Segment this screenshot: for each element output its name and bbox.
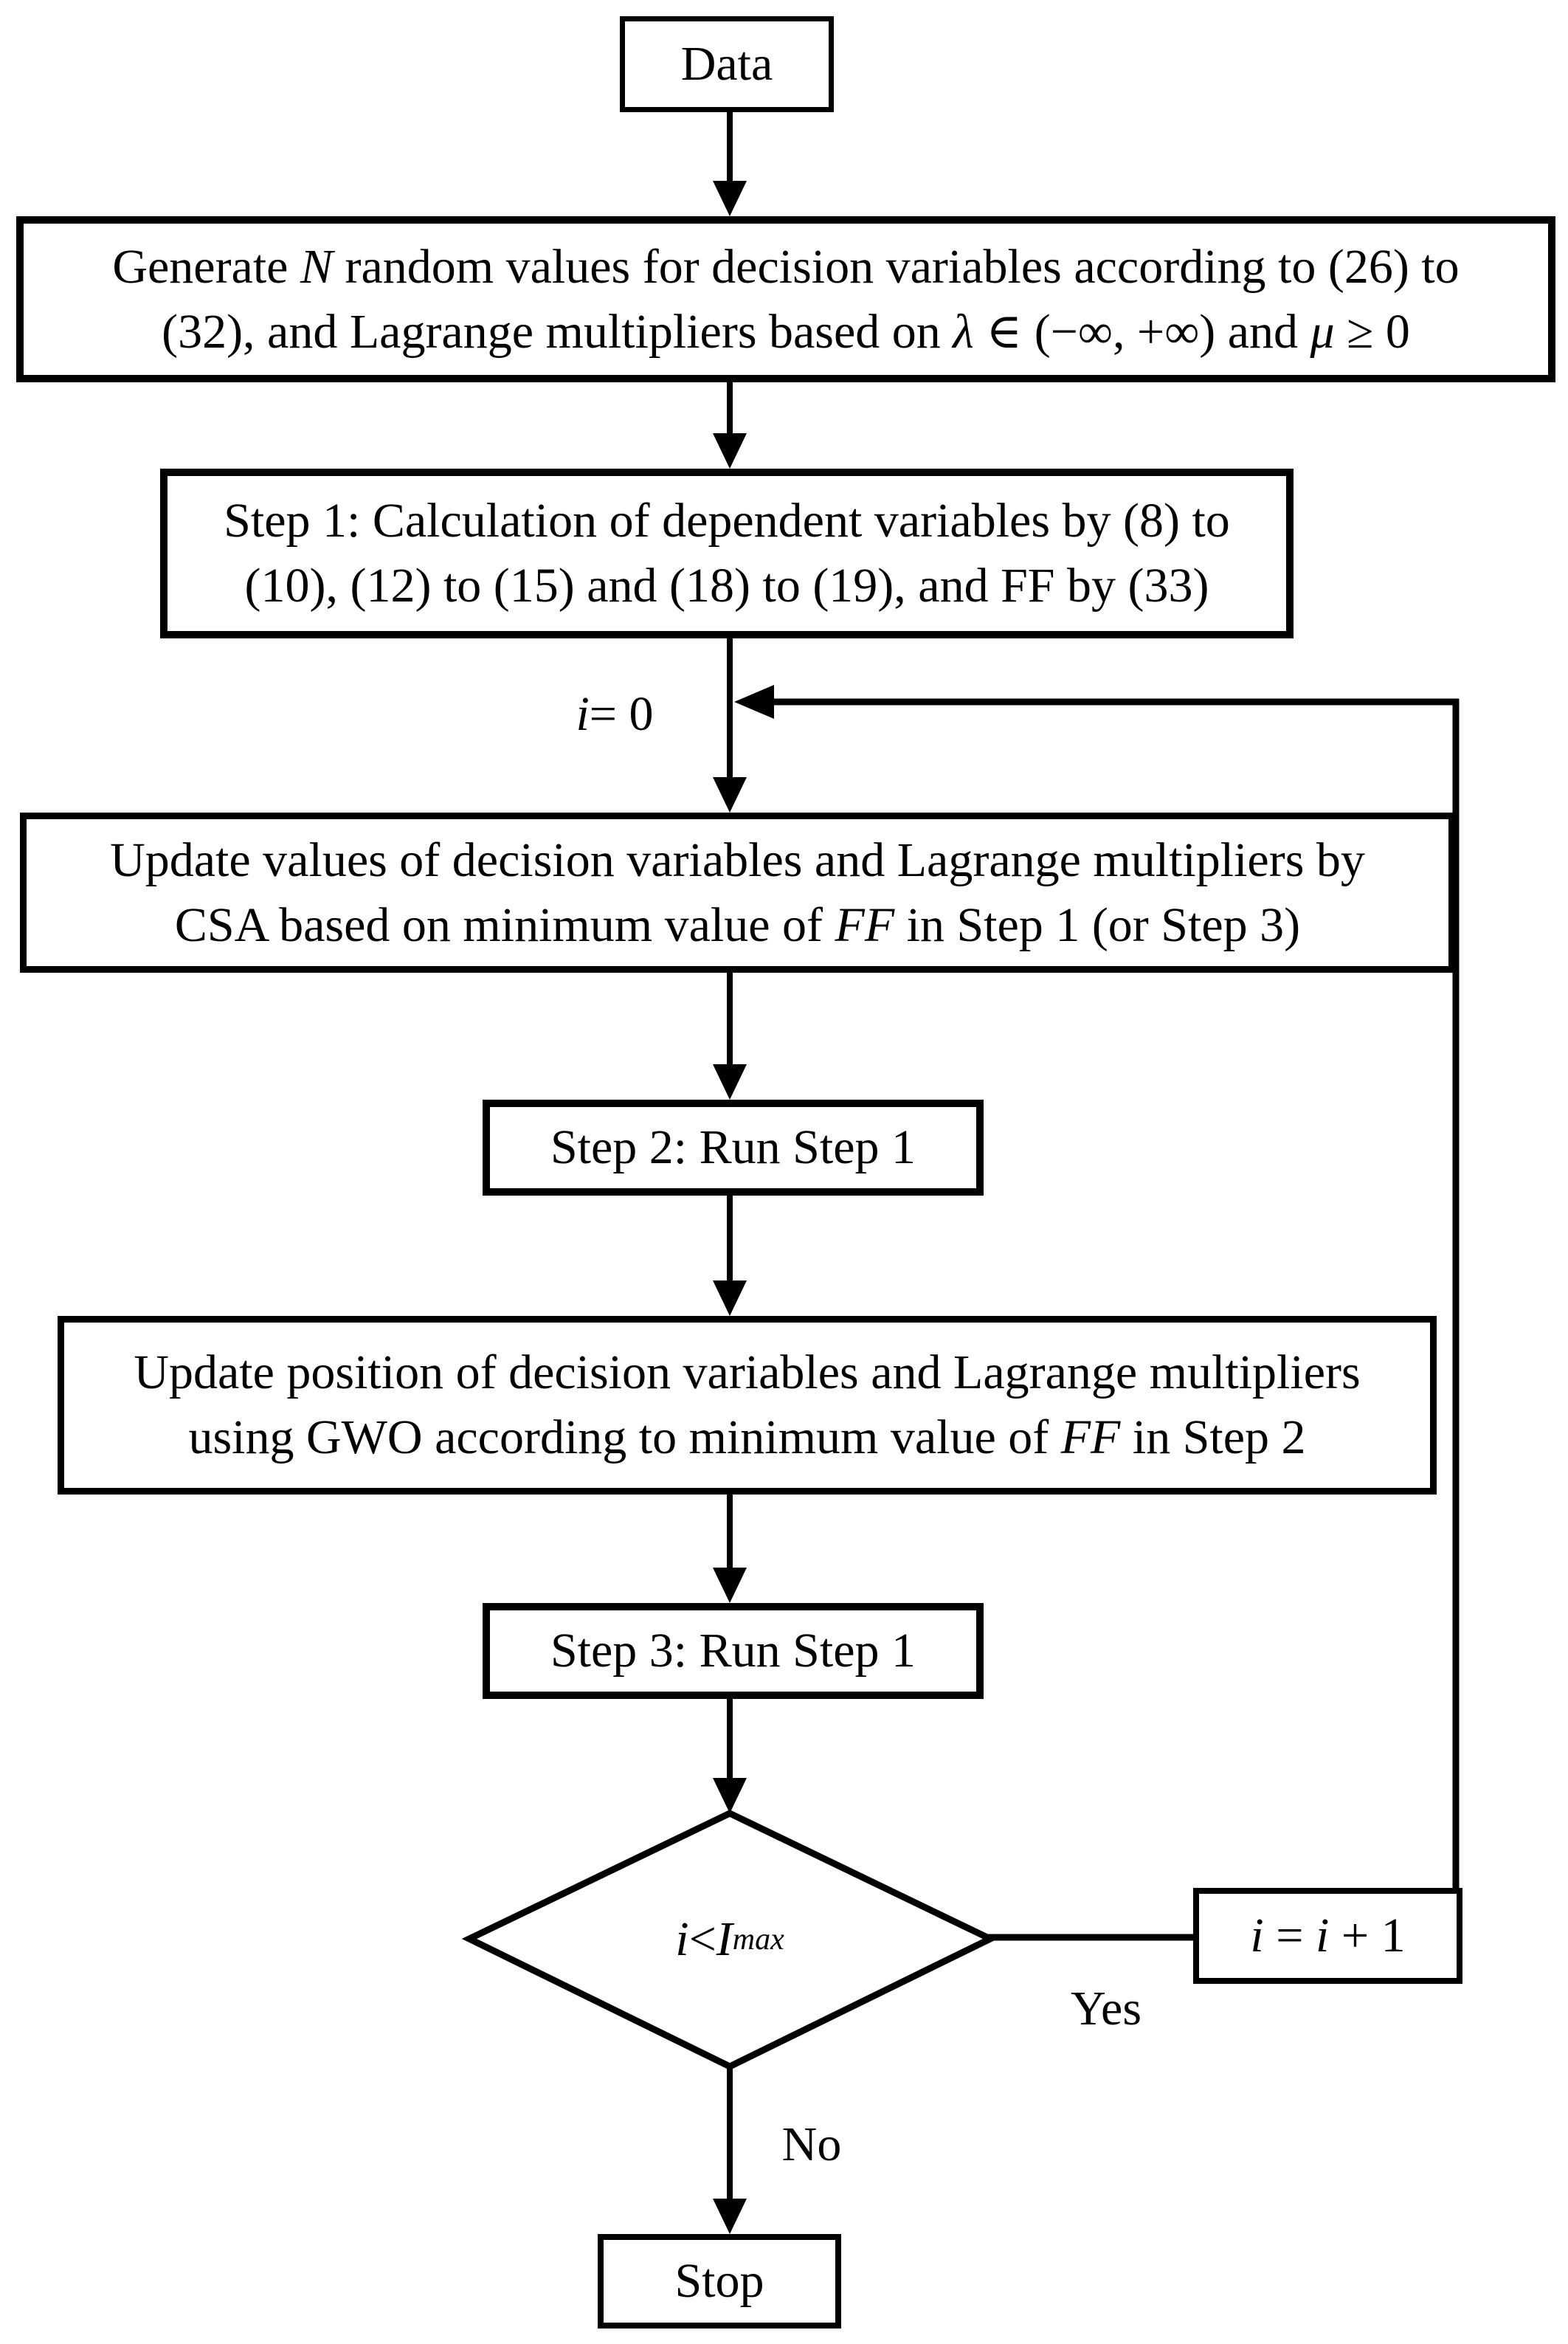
node-increment: i = i + 1 <box>1193 1888 1462 1984</box>
arrow-decision-to-stop <box>713 2066 747 2234</box>
init-counter-label: i = 0 <box>576 687 654 741</box>
node-update-gwo-line2: using GWO according to minimum value of … <box>188 1410 1306 1464</box>
arrow-generate-to-step1 <box>713 382 747 469</box>
node-increment-label: i = i + 1 <box>1250 1909 1406 1962</box>
loop-feedback-arrow <box>734 685 1460 1891</box>
node-step1-calculation: Step 1: Calculation of dependent variabl… <box>160 469 1294 638</box>
arrow-step1-to-update-csa <box>713 638 747 813</box>
arrow-step3-to-decision <box>713 1699 747 1813</box>
node-step2-run-step1: Step 2: Run Step 1 <box>483 1100 984 1196</box>
node-update-csa-line1: Update values of decision variables and … <box>110 833 1365 887</box>
node-stop-label: Stop <box>674 2254 764 2308</box>
node-generate-line2: (32), and Lagrange multipliers based on … <box>162 304 1410 359</box>
node-update-gwo-line1: Update position of decision variables an… <box>134 1345 1361 1399</box>
node-update-csa-line2: CSA based on minimum value of FF in Step… <box>174 897 1301 952</box>
arrow-data-to-generate <box>713 112 747 216</box>
node-data: Data <box>620 16 834 112</box>
node-data-label: Data <box>680 37 773 91</box>
arrow-update-csa-to-step2 <box>713 973 747 1100</box>
node-step3-run-step1: Step 3: Run Step 1 <box>483 1603 984 1699</box>
yes-branch-label: Yes <box>1070 1982 1142 2036</box>
node-stop: Stop <box>598 2234 841 2329</box>
arrow-step2-to-update-gwo <box>713 1196 747 1316</box>
node-generate-random-values: Generate N random values for decision va… <box>16 216 1555 382</box>
node-generate-line1: Generate N random values for decision va… <box>112 239 1460 294</box>
decision-diamond <box>461 1810 998 2071</box>
no-branch-label: No <box>781 2117 842 2171</box>
node-step1-line2: (10), (12) to (15) and (18) to (19), and… <box>244 559 1209 613</box>
node-update-gwo: Update position of decision variables an… <box>58 1316 1437 1495</box>
node-step2-label: Step 2: Run Step 1 <box>550 1120 916 1174</box>
arrow-update-gwo-to-step3 <box>713 1495 747 1603</box>
node-step3-label: Step 3: Run Step 1 <box>550 1624 916 1678</box>
node-step1-line1: Step 1: Calculation of dependent variabl… <box>224 494 1230 548</box>
node-update-csa: Update values of decision variables and … <box>20 813 1455 973</box>
